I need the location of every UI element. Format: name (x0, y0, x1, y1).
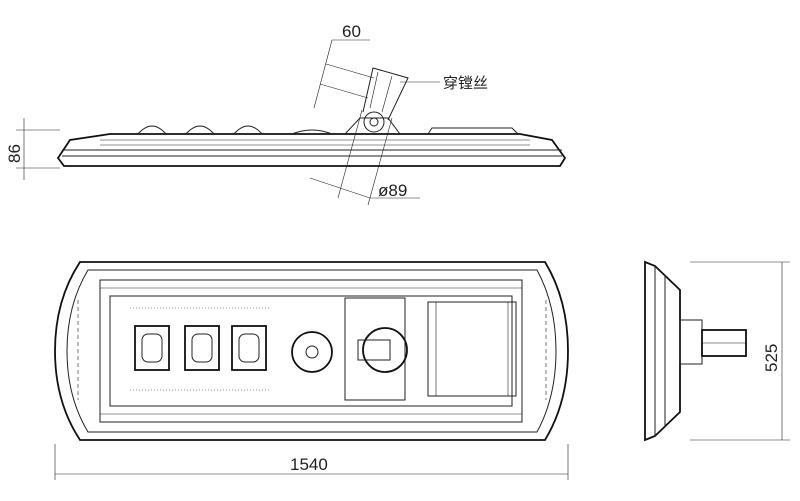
dim-width: 525 (762, 344, 781, 372)
dim-length: 1540 (290, 455, 328, 474)
end-view (644, 260, 790, 442)
dim-height: 86 (5, 144, 24, 163)
dim-bracket-width: 60 (342, 22, 361, 41)
label-threaded-pipe: 穿镗丝 (443, 74, 488, 92)
dim-pipe-diameter: ø89 (378, 181, 407, 200)
top-view (54, 261, 569, 480)
side-view (16, 39, 567, 206)
